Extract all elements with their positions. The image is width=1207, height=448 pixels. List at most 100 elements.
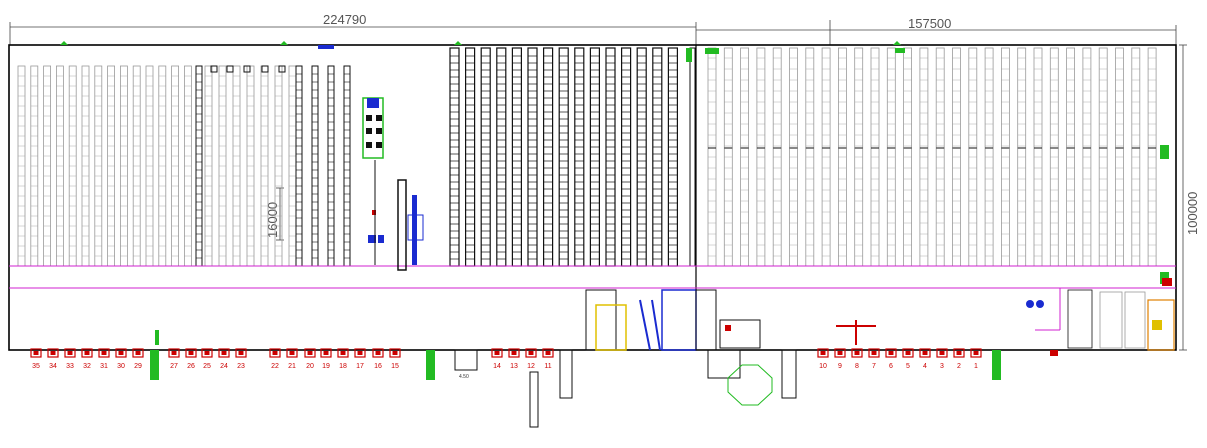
dock-left-number: 18	[339, 363, 347, 370]
dock-left-door	[389, 348, 401, 358]
rack-row-dark	[496, 47, 507, 267]
dock-right-number: 4	[923, 363, 927, 370]
dock-left-door	[201, 348, 213, 358]
dock-left-number: 24	[220, 363, 228, 370]
dock-right-door	[885, 348, 897, 358]
dock-left-door	[185, 348, 197, 358]
dock-left-number: 32	[83, 363, 91, 370]
rack-row-dark	[605, 47, 616, 267]
dock-left-door	[218, 348, 230, 358]
dock-left-number: 23	[237, 363, 245, 370]
rack-row-dark	[620, 47, 632, 267]
dimension-building-depth: 100000	[1185, 192, 1200, 235]
dock-equipment-area	[585, 278, 1175, 356]
rack-row-dark	[195, 65, 203, 267]
dock-left-number: 12	[527, 363, 535, 370]
dock-left-number: 26	[187, 363, 195, 370]
rack-row-dark	[295, 65, 303, 267]
dock-left-number: 27	[170, 363, 178, 370]
dock-left-number: 13	[510, 363, 518, 370]
dock-left-number: 11	[544, 363, 551, 370]
dock-left-door	[64, 348, 76, 358]
dock-right-door	[919, 348, 931, 358]
dock-left-number: 14	[493, 363, 501, 370]
dimension-right-width: 157500	[908, 16, 951, 31]
rack-row-dark	[343, 65, 351, 267]
dock-left-door	[286, 348, 298, 358]
dock-right-door	[902, 348, 914, 358]
dimension-aisle-depth: 16000	[265, 202, 280, 238]
rack-area-right	[707, 47, 1157, 267]
dock-right-number: 10	[819, 363, 827, 370]
rack-row-dark	[465, 47, 476, 267]
dock-right-door	[834, 348, 846, 358]
rack-row-dark	[574, 47, 585, 267]
dock-left-door	[542, 348, 554, 358]
dock-left-door	[269, 348, 281, 358]
dock-left-door	[47, 348, 59, 358]
dock-left-door	[98, 348, 110, 358]
dock-left-number: 15	[391, 363, 399, 370]
rack-row-dark	[311, 65, 319, 267]
dock-right-number: 7	[872, 363, 876, 370]
dock-right-door	[851, 348, 863, 358]
dock-left-number: 17	[356, 363, 364, 370]
dock-left-door	[235, 348, 247, 358]
dock-left-number: 29	[134, 363, 142, 370]
dock-left-door	[304, 348, 316, 358]
rack-row-dark	[449, 47, 460, 267]
rack-row-dark	[511, 47, 523, 267]
dock-right-door	[936, 348, 948, 358]
dock-left-door	[320, 348, 332, 358]
dock-left-number: 25	[203, 363, 211, 370]
dock-right-number: 8	[855, 363, 859, 370]
dock-right-door	[953, 348, 965, 358]
dock-left-door	[115, 348, 127, 358]
dock-left-number: 33	[66, 363, 74, 370]
rack-row-dark	[480, 47, 491, 267]
dock-left-number: 34	[49, 363, 57, 370]
dock-left-number: 19	[322, 363, 330, 370]
dock-left-number: 20	[306, 363, 314, 370]
outside-structures	[454, 349, 797, 428]
dock-right-number: 3	[940, 363, 944, 370]
rack-row-dark	[689, 47, 696, 267]
dock-right-number: 1	[974, 363, 978, 370]
rack-row-dark	[667, 47, 679, 267]
dimension-left-width: 224790	[323, 12, 366, 27]
dock-left-door	[491, 348, 503, 358]
dock-left-number: 30	[117, 363, 125, 370]
small-label: 4.50	[459, 374, 469, 380]
rack-row-dark	[636, 47, 647, 267]
dock-left-door	[337, 348, 349, 358]
dock-left-door	[81, 348, 93, 358]
rack-area-center-dark	[449, 47, 696, 267]
dock-right-number: 6	[889, 363, 893, 370]
rack-row-dark	[542, 47, 554, 267]
rack-row-dark	[589, 47, 601, 267]
rack-row-dark	[327, 65, 335, 267]
dock-left-door	[354, 348, 366, 358]
dock-left-door	[132, 348, 144, 358]
dock-left-door	[30, 348, 42, 358]
dock-right-number: 9	[838, 363, 842, 370]
dock-left-number: 22	[271, 363, 279, 370]
dock-left-door	[372, 348, 384, 358]
conveyor-equipment	[318, 45, 424, 271]
dock-left-number: 35	[32, 363, 40, 370]
dock-right-door	[817, 348, 829, 358]
rack-row-dark	[652, 47, 663, 267]
rack-row-dark	[558, 47, 569, 267]
dock-right-door	[868, 348, 880, 358]
dock-right-number: 5	[906, 363, 910, 370]
dock-left-number: 16	[374, 363, 382, 370]
dock-left-number: 21	[288, 363, 296, 370]
dock-left-door	[508, 348, 520, 358]
dock-right-number: 2	[957, 363, 961, 370]
cross-aisle	[9, 265, 1176, 331]
dock-left-door	[525, 348, 537, 358]
dock-left-door	[168, 348, 180, 358]
dimension-lines	[9, 20, 1187, 351]
